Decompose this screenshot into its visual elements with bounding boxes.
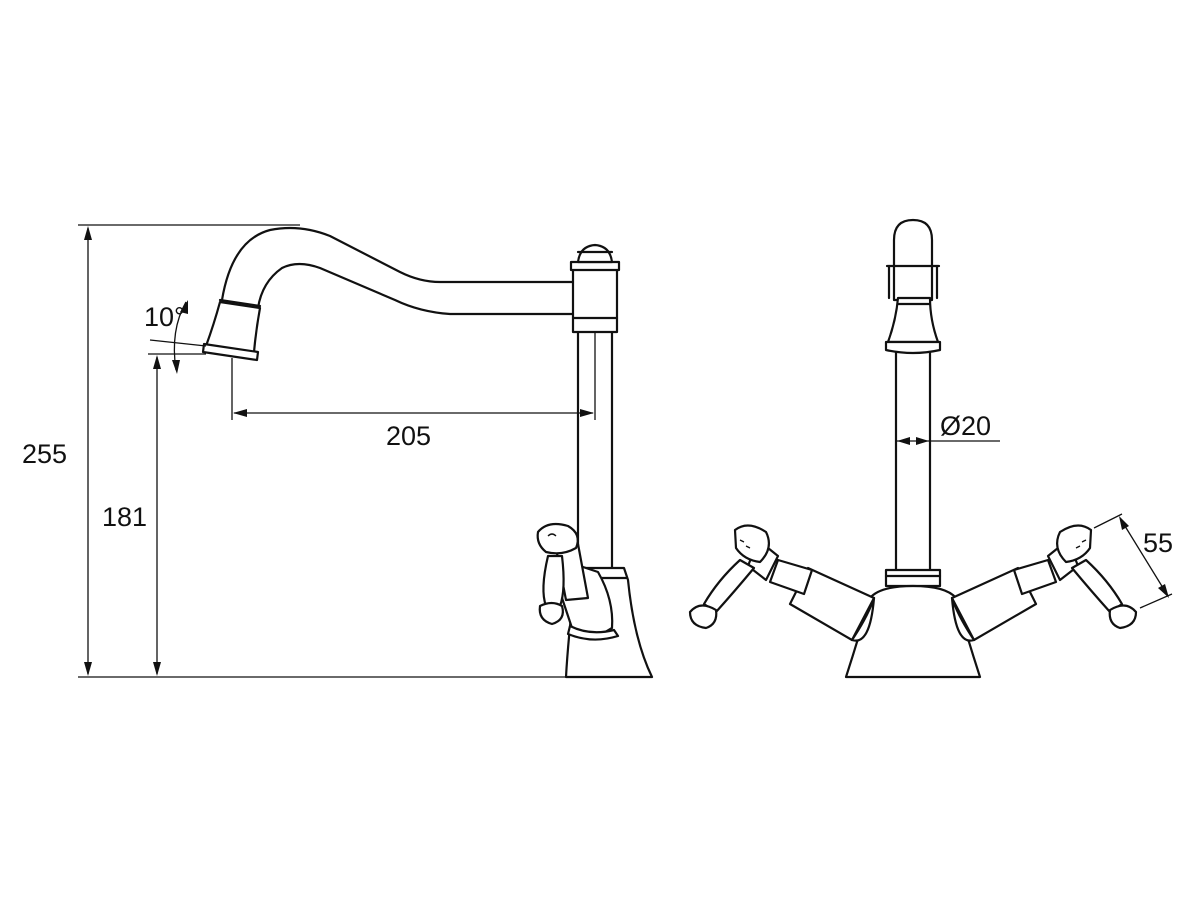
central-column — [894, 348, 932, 572]
dim-label-body-diameter: Ø20 — [940, 411, 991, 441]
right-valve — [950, 524, 1138, 642]
dim-label-spout-reach: 205 — [386, 421, 431, 451]
column-collar — [884, 568, 942, 588]
side-lever-handle — [536, 522, 620, 641]
dim-label-spout-height: 181 — [102, 502, 147, 532]
dim-total-height: 255 — [22, 224, 300, 676]
dim-spout-reach: 205 — [231, 358, 596, 451]
dim-body-diameter: Ø20 — [896, 411, 1000, 445]
dim-spout-height: 181 — [102, 353, 206, 676]
spout-cap — [569, 243, 621, 334]
swan-neck-spout — [201, 226, 575, 362]
front-spout — [884, 218, 942, 355]
left-valve — [688, 524, 876, 642]
riser-tube — [576, 328, 614, 570]
dim-handle-length: 55 — [1093, 513, 1173, 609]
side-view: 255 181 205 10° — [22, 224, 654, 679]
front-view: Ø20 55 — [688, 218, 1173, 679]
dim-label-handle-length: 55 — [1143, 528, 1173, 558]
dim-label-total-height: 255 — [22, 439, 67, 469]
dim-label-spout-angle: 10° — [144, 302, 185, 332]
dim-spout-angle: 10° — [144, 300, 207, 374]
